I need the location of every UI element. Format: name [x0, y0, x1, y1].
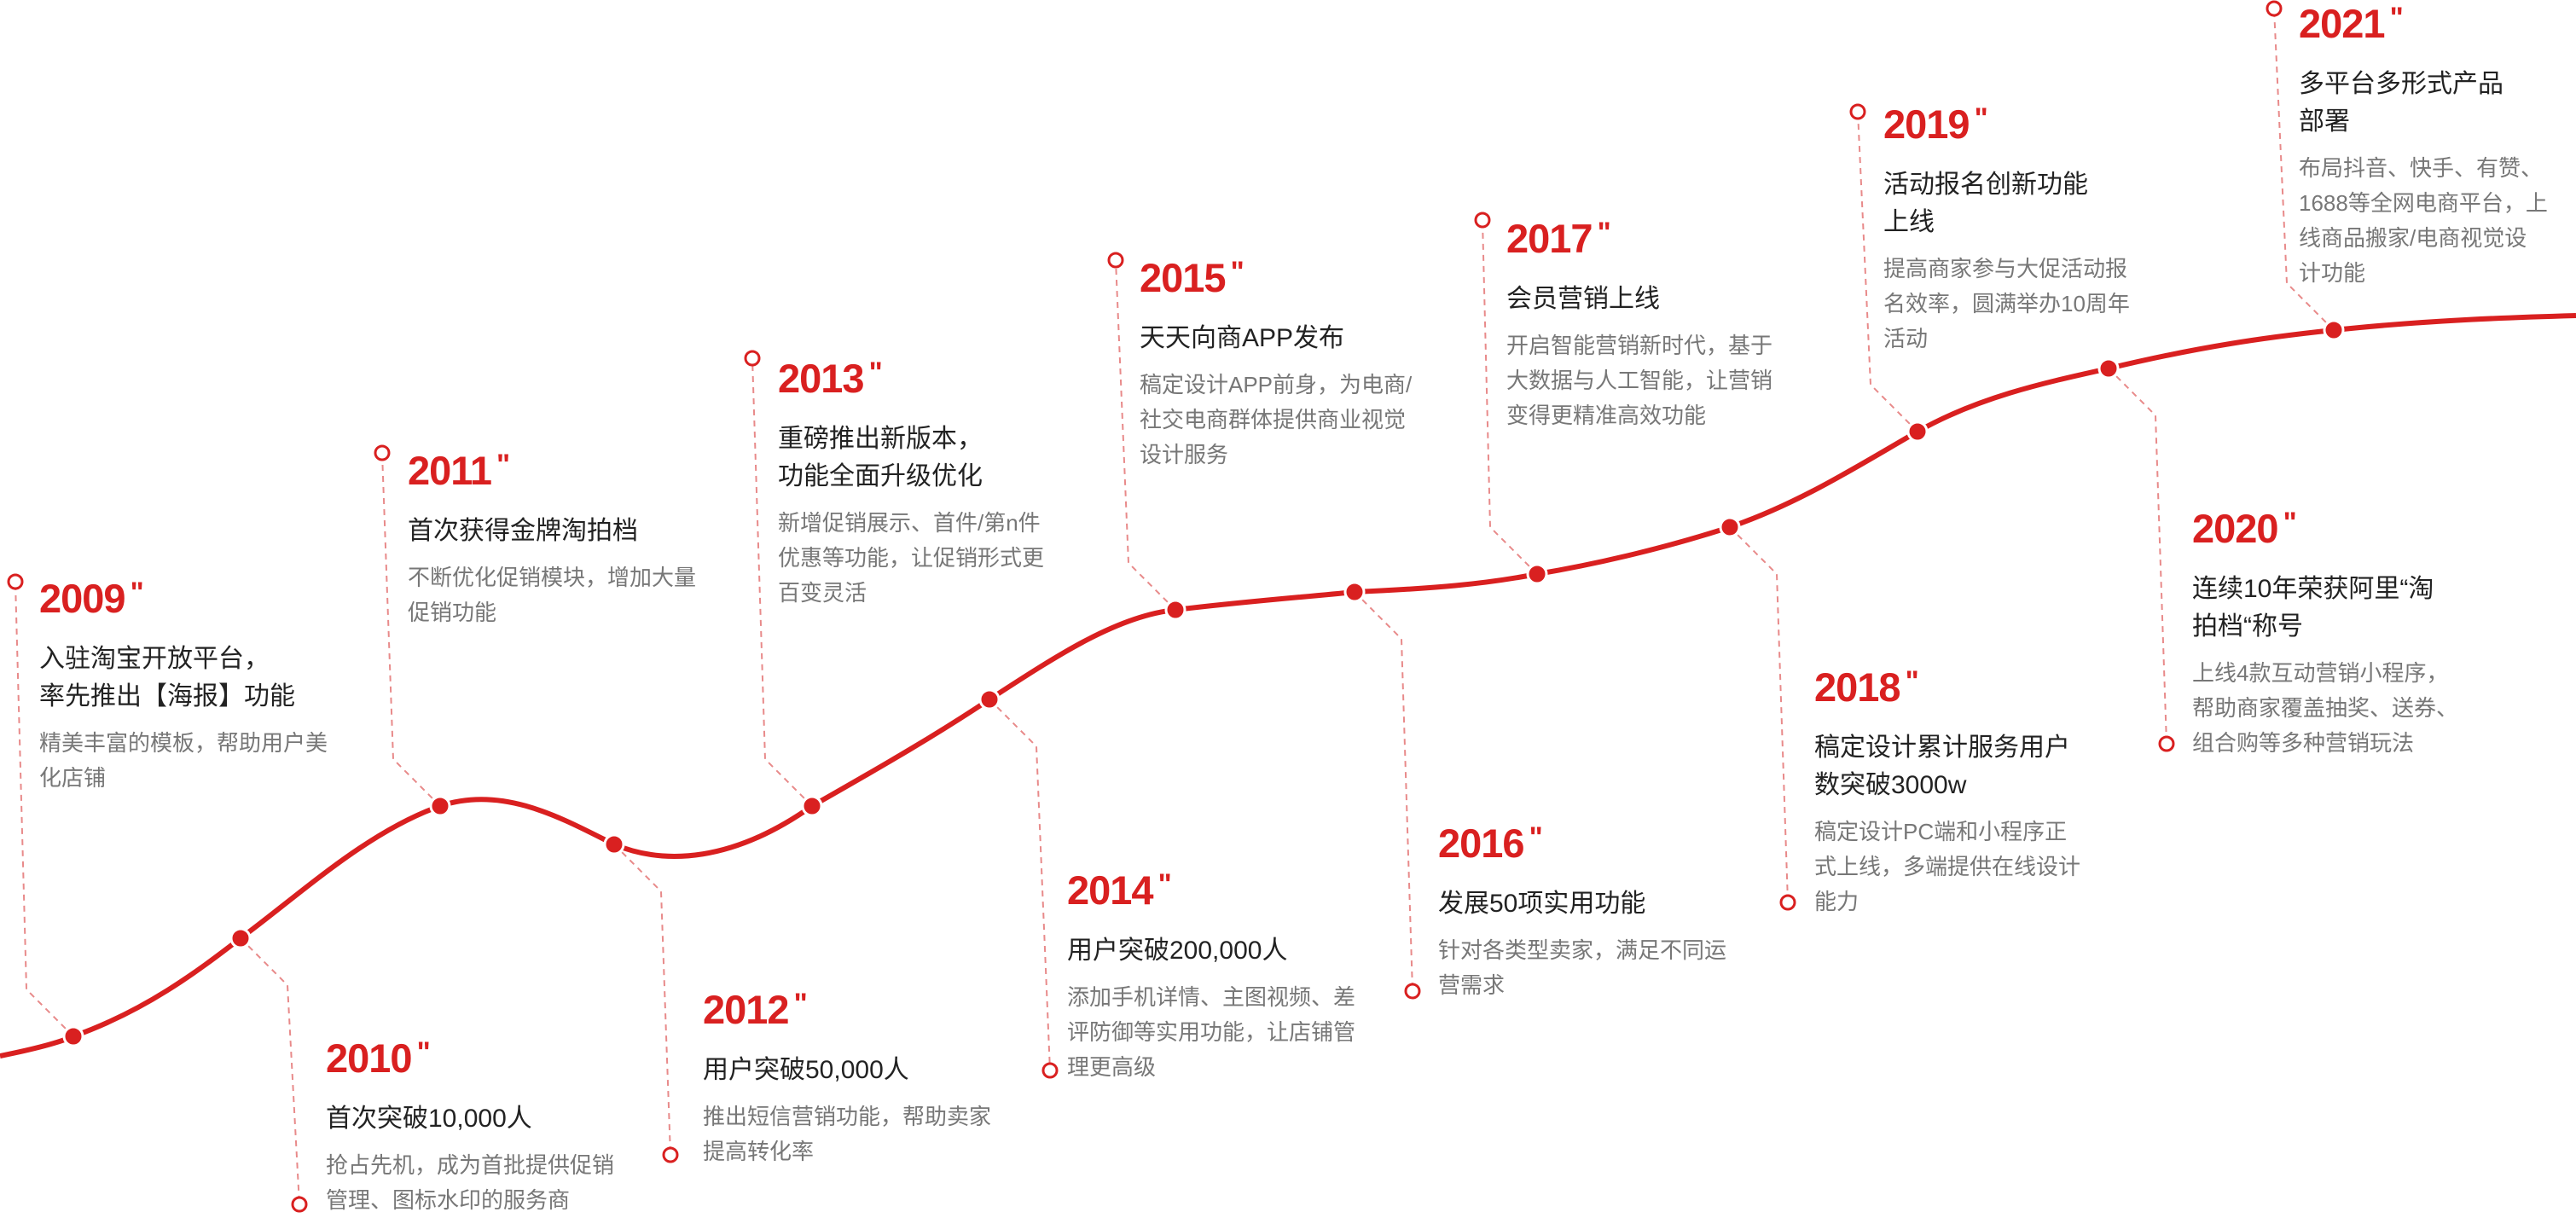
milestone-2016: 2016" 发展50项实用功能 针对各类型卖家，满足不同运营需求 — [1438, 823, 1779, 1003]
milestone-2018: 2018" 稿定设计累计服务用户数突破3000w 稿定设计PC端和小程序正式上线… — [1814, 667, 2155, 919]
curve-node-2010 — [229, 927, 252, 949]
curve-node-2009 — [62, 1025, 84, 1047]
milestone-2019: 2019" 活动报名创新功能上线 提高商家参与大促活动报名效率，圆满举办10周年… — [1883, 104, 2225, 357]
endpoint-marker-2012 — [662, 1146, 679, 1163]
milestone-year: 2014" — [1067, 867, 1172, 913]
curve-node-2016 — [1343, 581, 1366, 603]
connector-line-2014 — [989, 699, 1051, 1071]
milestone-2021: 2021" 多平台多形式产品部署 布局抖音、快手、有赞、1688等全网电商平台，… — [2299, 3, 2572, 291]
milestone-year: 2017" — [1506, 216, 1611, 261]
curve-node-2014 — [978, 688, 1001, 710]
endpoint-marker-2020 — [2158, 735, 2175, 752]
milestone-year: 2020" — [2192, 506, 2297, 551]
connector-line-2015 — [1115, 259, 1176, 611]
milestone-2011: 2011" 首次获得金牌淘拍档 不断优化促销模块，增加大量促销功能 — [408, 450, 749, 630]
milestone-2009: 2009" 入驻淘宝开放平台，率先推出【海报】功能 精美丰富的模板，帮助用户美化… — [39, 578, 363, 796]
milestone-title: 重磅推出新版本，功能全面升级优化 — [778, 425, 983, 490]
milestone-year: 2013" — [778, 356, 883, 401]
connector-line-2016 — [1354, 591, 1413, 992]
endpoint-marker-2011 — [374, 444, 391, 461]
curve-node-2011 — [429, 795, 451, 817]
milestone-year: 2019" — [1883, 102, 1988, 147]
milestone-title: 活动报名创新功能上线 — [1883, 171, 2088, 236]
endpoint-marker-2016 — [1404, 983, 1421, 1000]
curve-node-2020 — [2097, 357, 2120, 380]
curve-node-2021 — [2323, 319, 2345, 341]
timeline-curve — [0, 313, 2576, 1058]
milestone-year: 2015" — [1140, 255, 1244, 300]
milestone-year: 2016" — [1438, 821, 1543, 866]
connector-line-2009 — [15, 581, 74, 1037]
milestone-year: 2010" — [326, 1035, 431, 1081]
milestone-year: 2021" — [2299, 1, 2404, 46]
connector-line-2010 — [240, 937, 300, 1205]
milestone-description: 稿定设计APP前身，为电商/社交电商群体提供商业视觉设计服务 — [1140, 372, 1413, 467]
milestone-description: 精美丰富的模板，帮助用户美化店铺 — [39, 730, 328, 791]
milestone-title: 连续10年荣获阿里“淘拍档“称号 — [2192, 575, 2434, 641]
milestone-2013: 2013" 重磅推出新版本，功能全面升级优化 新增促销展示、首件/第n件优惠等功… — [778, 358, 1119, 611]
milestone-description: 上线4款互动营销小程序，帮助商家覆盖抽奖、送券、组合购等多种营销玩法 — [2192, 660, 2459, 756]
milestone-title: 会员营销上线 — [1506, 285, 1660, 313]
milestone-2014: 2014" 用户突破200,000人 添加手机详情、主图视频、差评防御等实用功能… — [1067, 870, 1408, 1085]
curve-node-2015 — [1164, 599, 1186, 621]
milestone-title: 用户突破50,000人 — [703, 1056, 909, 1084]
endpoint-marker-2013 — [744, 350, 761, 367]
milestone-year: 2012" — [703, 987, 808, 1032]
milestone-title: 首次获得金牌淘拍档 — [408, 517, 638, 545]
milestone-description: 添加手机详情、主图视频、差评防御等实用功能，让店铺管理更高级 — [1067, 984, 1356, 1080]
milestone-title: 天天向商APP发布 — [1140, 324, 1345, 352]
milestone-description: 布局抖音、快手、有赞、1688等全网电商平台，上线商品搬家/电商视觉设计功能 — [2299, 155, 2548, 286]
milestone-title: 稿定设计累计服务用户数突破3000w — [1814, 734, 2070, 799]
endpoint-marker-2017 — [1474, 212, 1491, 229]
milestone-2012: 2012" 用户突破50,000人 推出短信营销功能，帮助卖家提高转化率 — [703, 989, 1044, 1169]
milestone-title: 入驻淘宝开放平台，率先推出【海报】功能 — [39, 645, 295, 710]
connector-line-2011 — [381, 452, 441, 807]
milestone-year: 2018" — [1814, 664, 1919, 710]
curve-node-2019 — [1906, 420, 1929, 443]
endpoint-marker-2015 — [1107, 252, 1124, 269]
curve-node-2017 — [1526, 563, 1548, 585]
milestone-title: 多平台多形式产品部署 — [2299, 70, 2503, 136]
curve-node-2013 — [801, 795, 823, 817]
milestone-description: 不断优化促销模块，增加大量促销功能 — [408, 565, 697, 625]
curve-node-2012 — [603, 833, 625, 856]
milestone-2010: 2010" 首次突破10,000人 抢占先机，成为首批提供促销管理、图标水印的服… — [326, 1038, 667, 1218]
milestone-2020: 2020" 连续10年荣获阿里“淘拍档“称号 上线4款互动营销小程序，帮助商家覆… — [2192, 508, 2550, 761]
milestone-description: 新增促销展示、首件/第n件优惠等功能，让促销形式更百变灵活 — [778, 510, 1045, 606]
connector-line-2017 — [1482, 219, 1538, 575]
endpoint-marker-2019 — [1849, 103, 1866, 120]
connector-line-2021 — [2273, 8, 2335, 331]
milestone-description: 稿定设计PC端和小程序正式上线，多端提供在线设计能力 — [1814, 819, 2081, 914]
endpoint-marker-2010 — [291, 1196, 308, 1213]
milestone-description: 推出短信营销功能，帮助卖家提高转化率 — [703, 1104, 992, 1164]
endpoint-marker-2018 — [1779, 894, 1796, 911]
connector-line-2013 — [751, 357, 813, 807]
milestone-year: 2009" — [39, 576, 144, 621]
milestone-description: 抢占先机，成为首批提供促销管理、图标水印的服务商 — [326, 1152, 615, 1213]
milestone-description: 开启智能营销新时代，基于大数据与人工智能，让营销变得更精准高效功能 — [1506, 333, 1773, 428]
endpoint-marker-2021 — [2266, 0, 2283, 17]
milestone-title: 首次突破10,000人 — [326, 1105, 532, 1133]
milestone-description: 针对各类型卖家，满足不同运营需求 — [1438, 937, 1727, 998]
curve-node-2018 — [1719, 516, 1741, 538]
milestone-2017: 2017" 会员营销上线 开启智能营销新时代，基于大数据与人工智能，让营销变得更… — [1506, 218, 1848, 433]
milestone-year: 2011" — [408, 448, 510, 493]
connector-line-2019 — [1857, 111, 1918, 432]
endpoint-marker-2009 — [7, 573, 24, 590]
milestone-title: 用户突破200,000人 — [1067, 937, 1288, 965]
milestone-2015: 2015" 天天向商APP发布 稿定设计APP前身，为电商/社交电商群体提供商业… — [1140, 258, 1481, 473]
milestone-title: 发展50项实用功能 — [1438, 890, 1646, 918]
endpoint-marker-2014 — [1041, 1062, 1059, 1079]
milestone-description: 提高商家参与大促活动报名效率，圆满举办10周年活动 — [1883, 256, 2130, 351]
